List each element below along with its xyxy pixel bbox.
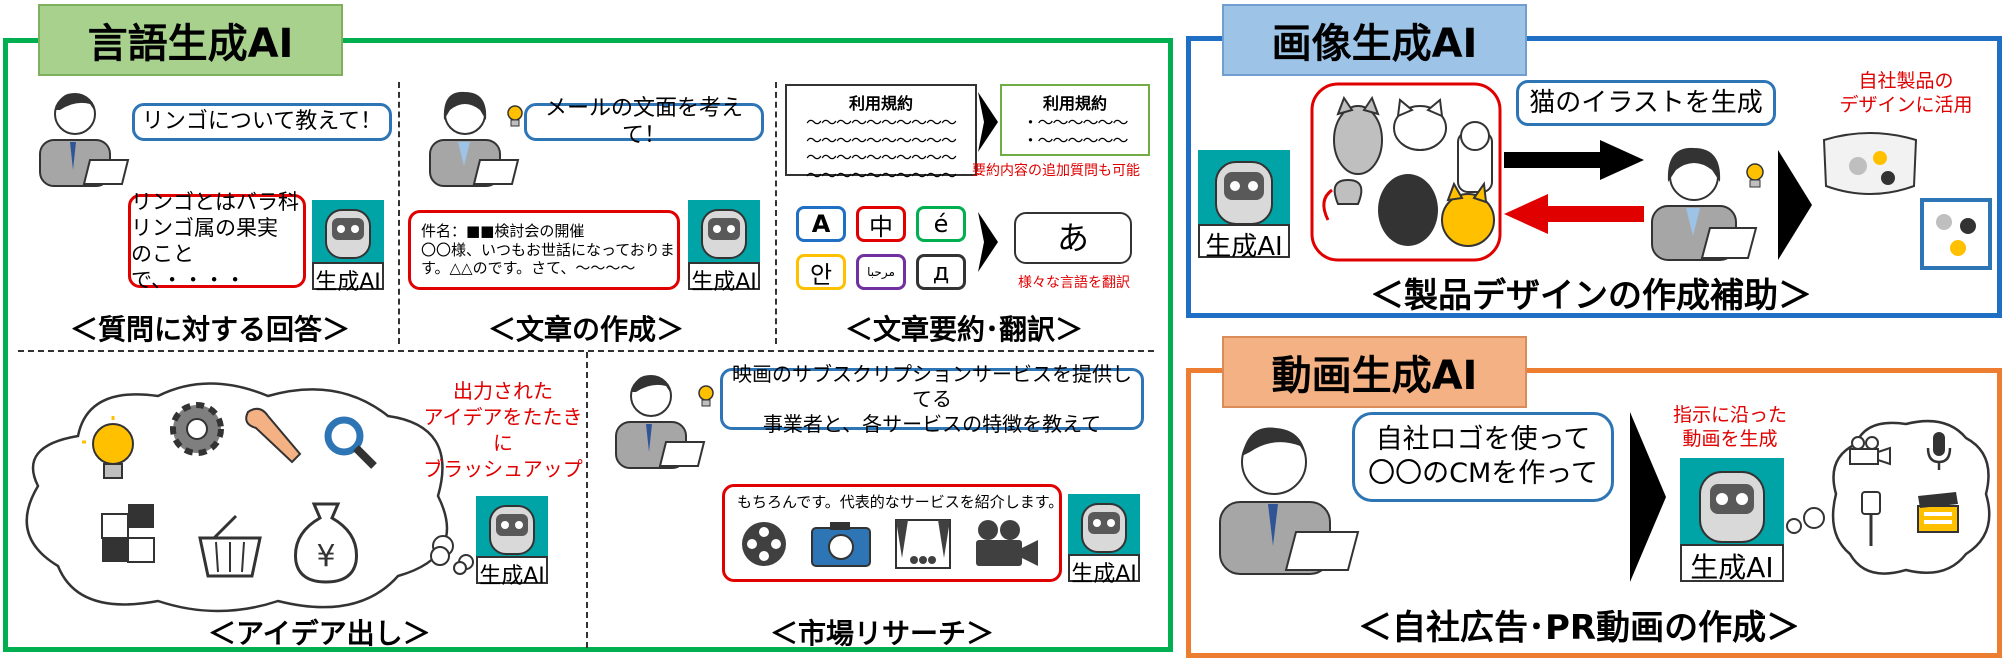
summary-note: 要約内容の追加質問も可能 [972, 163, 1140, 179]
robot-icon [1198, 150, 1290, 232]
lang-char-e-acute: é [916, 206, 966, 242]
robot-label: 生成AI [1680, 544, 1784, 584]
doc-text: ～～～～～～～～～～ ～～～～～～～～～～ ～～～～～～～～～～ ～～～～～～～… [805, 114, 957, 185]
thought-bubble-dots [430, 546, 467, 575]
translate-note: 様々な言語を翻訳 [1018, 275, 1130, 291]
question-bubble: リンゴについて教えて！ [132, 103, 392, 141]
microphone-icon [1926, 432, 1952, 470]
businessman-figure [615, 375, 706, 469]
lang-char-chinese: 中 [856, 206, 906, 242]
businessman-figure [1219, 427, 1360, 575]
video-ai-panel [1186, 368, 2002, 658]
divider [775, 82, 777, 344]
language-ai-title: 言語生成AI [38, 4, 343, 76]
doc-title: 利用規約 [848, 94, 913, 113]
selfie-stick-icon [1861, 491, 1881, 546]
puzzle-icon [101, 504, 155, 563]
arrow-left-icon [1504, 194, 1644, 234]
lightbulb-icon [698, 385, 714, 407]
svg-text:¥: ¥ [316, 539, 335, 574]
lang-char-arabic: مرحبا [856, 254, 906, 290]
mail-bubble: 件名：■■検討会の開催 〇〇様、いつもお世話になっておりま す。△△のです。さて… [408, 210, 680, 290]
qa-caption: ＜質問に対する回答＞ [70, 313, 351, 346]
movie-camera-icon [976, 520, 1038, 566]
lightbulb-icon [507, 105, 523, 127]
translated-bubble: あ [1014, 212, 1132, 264]
robot-icon [1068, 494, 1140, 558]
image-ai-title: 画像生成AI [1222, 4, 1527, 76]
terms-document-original: 利用規約 ～～～～～～～～～～ ～～～～～～～～～～ ～～～～～～～～～～ ～～… [785, 84, 977, 184]
research-request-bubble: 映画のサブスクリプションサービスを提供してる 事業者と、各サービスの特徴を教えて [720, 362, 1144, 436]
lang-char-cyrillic: д [916, 254, 966, 290]
robot-label: 生成AI [688, 262, 760, 295]
lang-char-a: A [796, 206, 846, 242]
handkerchief-product-icon [1920, 198, 1992, 270]
image-request-bubble: 猫のイラストを生成 [1516, 80, 1776, 126]
mask-product-icon [1822, 132, 1918, 195]
lightbulb-icon [82, 416, 134, 479]
video-request-bubble: 自社ロゴを使って 〇〇のCMを作って [1352, 412, 1614, 502]
cat-illustrations-bubble [1310, 82, 1502, 262]
terms-document-summary: 利用規約 ・～～～～～～ ・～～～～～～ [1000, 84, 1150, 156]
thought-bubble-dots [1786, 507, 1825, 534]
gear-icon [170, 402, 224, 456]
camera-icon [811, 522, 871, 567]
businesswoman-figure [1651, 147, 1758, 261]
summary-caption: ＜文章要約･翻訳＞ [845, 313, 1084, 346]
robot-label: 生成AI [1068, 554, 1140, 587]
robot-icon [688, 200, 760, 264]
film-reel-icon [742, 522, 786, 566]
video-ai-title: 動画生成AI [1222, 336, 1527, 408]
answer-bubble: リンゴとはバラ科 リンゴ属の果実 のことで、・・・・ [128, 190, 306, 292]
lang-char-korean: 안 [796, 254, 846, 290]
yen-bag-icon: ¥ [294, 502, 358, 584]
basket-icon [198, 514, 262, 578]
language-ai-panel [3, 38, 1173, 652]
businessman-figure [39, 93, 130, 187]
chevron-right-icon [1778, 150, 1812, 260]
video-caption: ＜自社広告･PR動画の作成＞ [1358, 608, 1801, 648]
image-ai-panel [1186, 36, 2002, 318]
wrench-icon [245, 407, 302, 464]
video-note: 指示に沿った 動画を生成 [1672, 404, 1787, 450]
divider [398, 82, 400, 344]
robot-icon [1680, 458, 1784, 550]
lightbulb-icon [1746, 163, 1764, 188]
robot-icon [476, 496, 548, 560]
writing-caption: ＜文章の作成＞ [488, 313, 685, 346]
arrow-right-icon [978, 212, 998, 272]
arrow-right-icon [978, 92, 998, 152]
doc-text: ・～～～～～～ ・～～～～～～ [1022, 114, 1128, 150]
research-caption: ＜市場リサーチ＞ [770, 617, 995, 650]
theater-icon [895, 519, 951, 569]
video-camera-icon [1849, 436, 1891, 466]
response-text: もちろんです。代表的なサービスを紹介します。 [737, 493, 1064, 511]
request-bubble: メールの文面を考えて！ [524, 96, 764, 148]
robot-icon [312, 200, 384, 264]
image-caption: ＜製品デザインの作成補助＞ [1370, 276, 1812, 316]
robot-label: 生成AI [312, 262, 384, 295]
divider [586, 352, 588, 648]
ideas-note: 出力された アイデアをたたきに ブラッシュアップ [423, 379, 583, 481]
divider [18, 350, 1154, 352]
ideas-caption: ＜アイデア出し＞ [208, 617, 431, 650]
businesswoman-figure [429, 91, 520, 187]
arrow-right-icon [1504, 140, 1644, 180]
chevron-right-icon [1630, 412, 1666, 582]
image-note: 自社製品の デザインに活用 [1839, 70, 1973, 116]
robot-label: 生成AI [1198, 224, 1290, 262]
doc-title: 利用規約 [1042, 94, 1107, 113]
magnifier-icon [324, 416, 377, 469]
clapperboard-icon [1917, 492, 1959, 533]
robot-label: 生成AI [476, 556, 548, 589]
